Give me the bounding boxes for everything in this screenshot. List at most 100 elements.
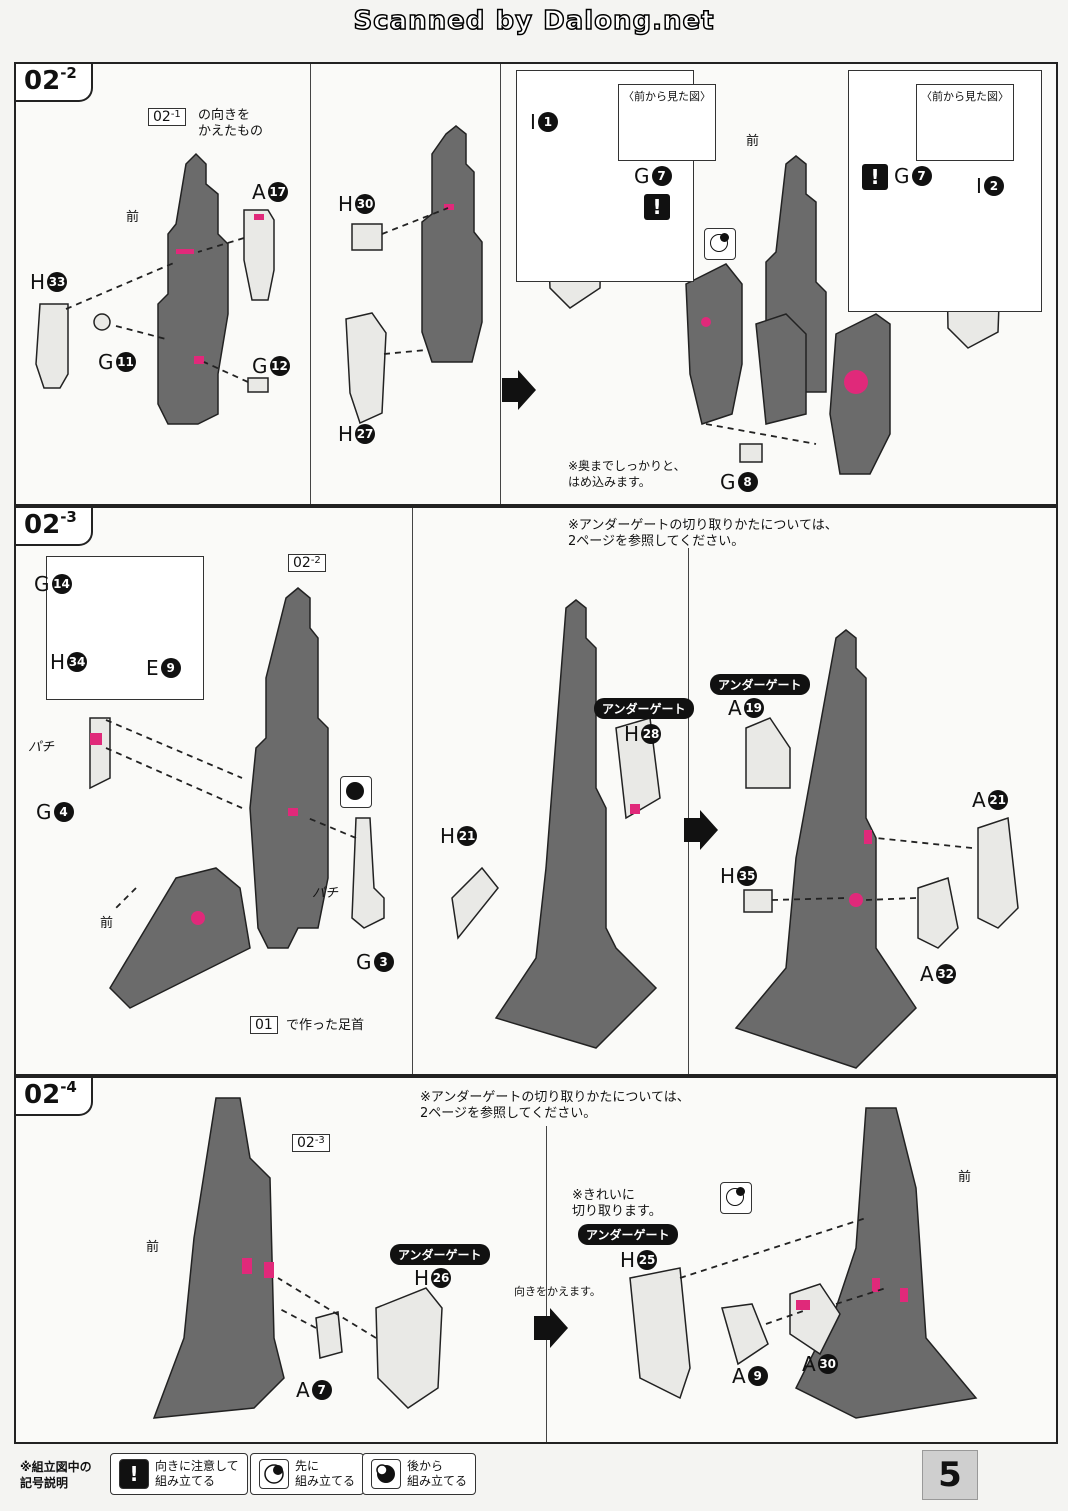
legend-item-text: 先に 組み立てる xyxy=(295,1459,356,1488)
legend-item-orientation: ! 向きに注意して 組み立てる xyxy=(110,1453,248,1495)
turn-around-note: 向きをかえます。 xyxy=(514,1285,601,1298)
step-panel-02-2: 02-2 02-1 の向きを かえたもの xyxy=(14,62,1058,506)
assembly-note: ※奥までしっかりと、 はめ込みます。 xyxy=(568,459,686,489)
part-g11 xyxy=(93,313,111,331)
detail-callout xyxy=(46,556,204,700)
step-number: 02-2 xyxy=(16,64,93,102)
foot-caption: で作った足首 xyxy=(286,1018,365,1033)
leg-assembly xyxy=(249,587,329,949)
part-h27 xyxy=(345,312,387,425)
thigh-armor-right xyxy=(829,313,891,475)
reference-step-box: 01 xyxy=(250,1016,278,1034)
pachi-sound-label: パチ xyxy=(28,740,55,755)
front-direction-label: 前 xyxy=(958,1170,972,1185)
symbol-legend: ※組立図中の 記号説明 ! 向きに注意して 組み立てる 先に 組み立てる 後から… xyxy=(14,1449,1054,1503)
next-step-arrow xyxy=(684,810,718,850)
reference-step-box: 02-1 xyxy=(148,108,186,126)
part-a21 xyxy=(977,816,1019,929)
armor-part-h33 xyxy=(35,303,69,389)
warning-icon: ! xyxy=(644,194,670,220)
undergate-badge: アンダーゲート xyxy=(578,1224,678,1245)
step-number: 02-4 xyxy=(16,1078,93,1116)
column-divider xyxy=(310,64,311,504)
warning-icon: ! xyxy=(119,1459,149,1489)
part-h25 xyxy=(629,1267,691,1400)
front-direction-label: 前 xyxy=(746,134,760,149)
part-h30 xyxy=(351,223,383,251)
thigh-armor-left xyxy=(685,263,743,425)
undergate-badge: アンダーゲート xyxy=(710,674,810,695)
assemble-first-icon xyxy=(720,1182,752,1214)
reference-caption: の向きを かえたもの xyxy=(198,108,264,139)
undergate-badge: アンダーゲート xyxy=(390,1244,490,1265)
assemble-first-icon xyxy=(259,1459,289,1489)
part-h26 xyxy=(375,1287,443,1409)
assemble-later-icon xyxy=(371,1459,401,1489)
reference-step-box: 02-2 xyxy=(288,554,326,572)
front-view-box: 〈前から見た図〉 xyxy=(618,84,716,161)
warning-icon: ! xyxy=(862,164,888,190)
column-divider xyxy=(412,508,413,1074)
upper-leg-frame xyxy=(157,152,229,425)
undergate-badge: アンダーゲート xyxy=(594,698,694,719)
assemble-later-icon xyxy=(340,776,372,808)
part-g12 xyxy=(247,377,269,393)
part-a32 xyxy=(917,877,959,949)
front-direction-label: 前 xyxy=(126,210,140,225)
part-g4-frame xyxy=(89,717,111,790)
upper-leg-frame-side xyxy=(421,125,483,363)
leg-with-foot-final xyxy=(734,629,917,1069)
pachi-sound-label: パチ xyxy=(312,886,339,901)
part-a7 xyxy=(315,1311,343,1359)
leg-part-illustration xyxy=(89,587,1019,1069)
next-step-arrow xyxy=(502,370,536,410)
step-number: 02-3 xyxy=(16,508,93,546)
scanned-by-watermark: Scanned by Dalong.net xyxy=(353,5,715,37)
assemble-first-icon xyxy=(704,228,736,260)
lower-leg-rotated xyxy=(794,1107,978,1419)
part-g8 xyxy=(739,443,763,463)
step-panel-02-4: 02-4 02-3 ※アンダーゲートの切り取りかたについては、 2ページを参照し… xyxy=(14,1076,1058,1444)
leg-part-illustration xyxy=(152,1097,978,1419)
reference-step-box: 02-3 xyxy=(292,1134,330,1152)
column-divider xyxy=(500,64,501,504)
foot-ankle xyxy=(109,867,251,1009)
thigh-armor-center xyxy=(755,313,807,425)
front-direction-label: 前 xyxy=(146,1240,160,1255)
column-divider xyxy=(688,548,689,1074)
legend-item-text: 向きに注意して 組み立てる xyxy=(155,1459,239,1488)
legend-item-later: 後から 組み立てる xyxy=(362,1453,477,1495)
legend-item-first: 先に 組み立てる xyxy=(250,1453,365,1495)
part-h21 xyxy=(451,866,499,940)
part-h35 xyxy=(743,889,773,913)
undergate-note: ※アンダーゲートの切り取りかたについては、 2ページを参照してください。 xyxy=(420,1090,690,1121)
leg-with-foot xyxy=(494,599,658,1049)
armor-part-a17 xyxy=(243,209,275,301)
